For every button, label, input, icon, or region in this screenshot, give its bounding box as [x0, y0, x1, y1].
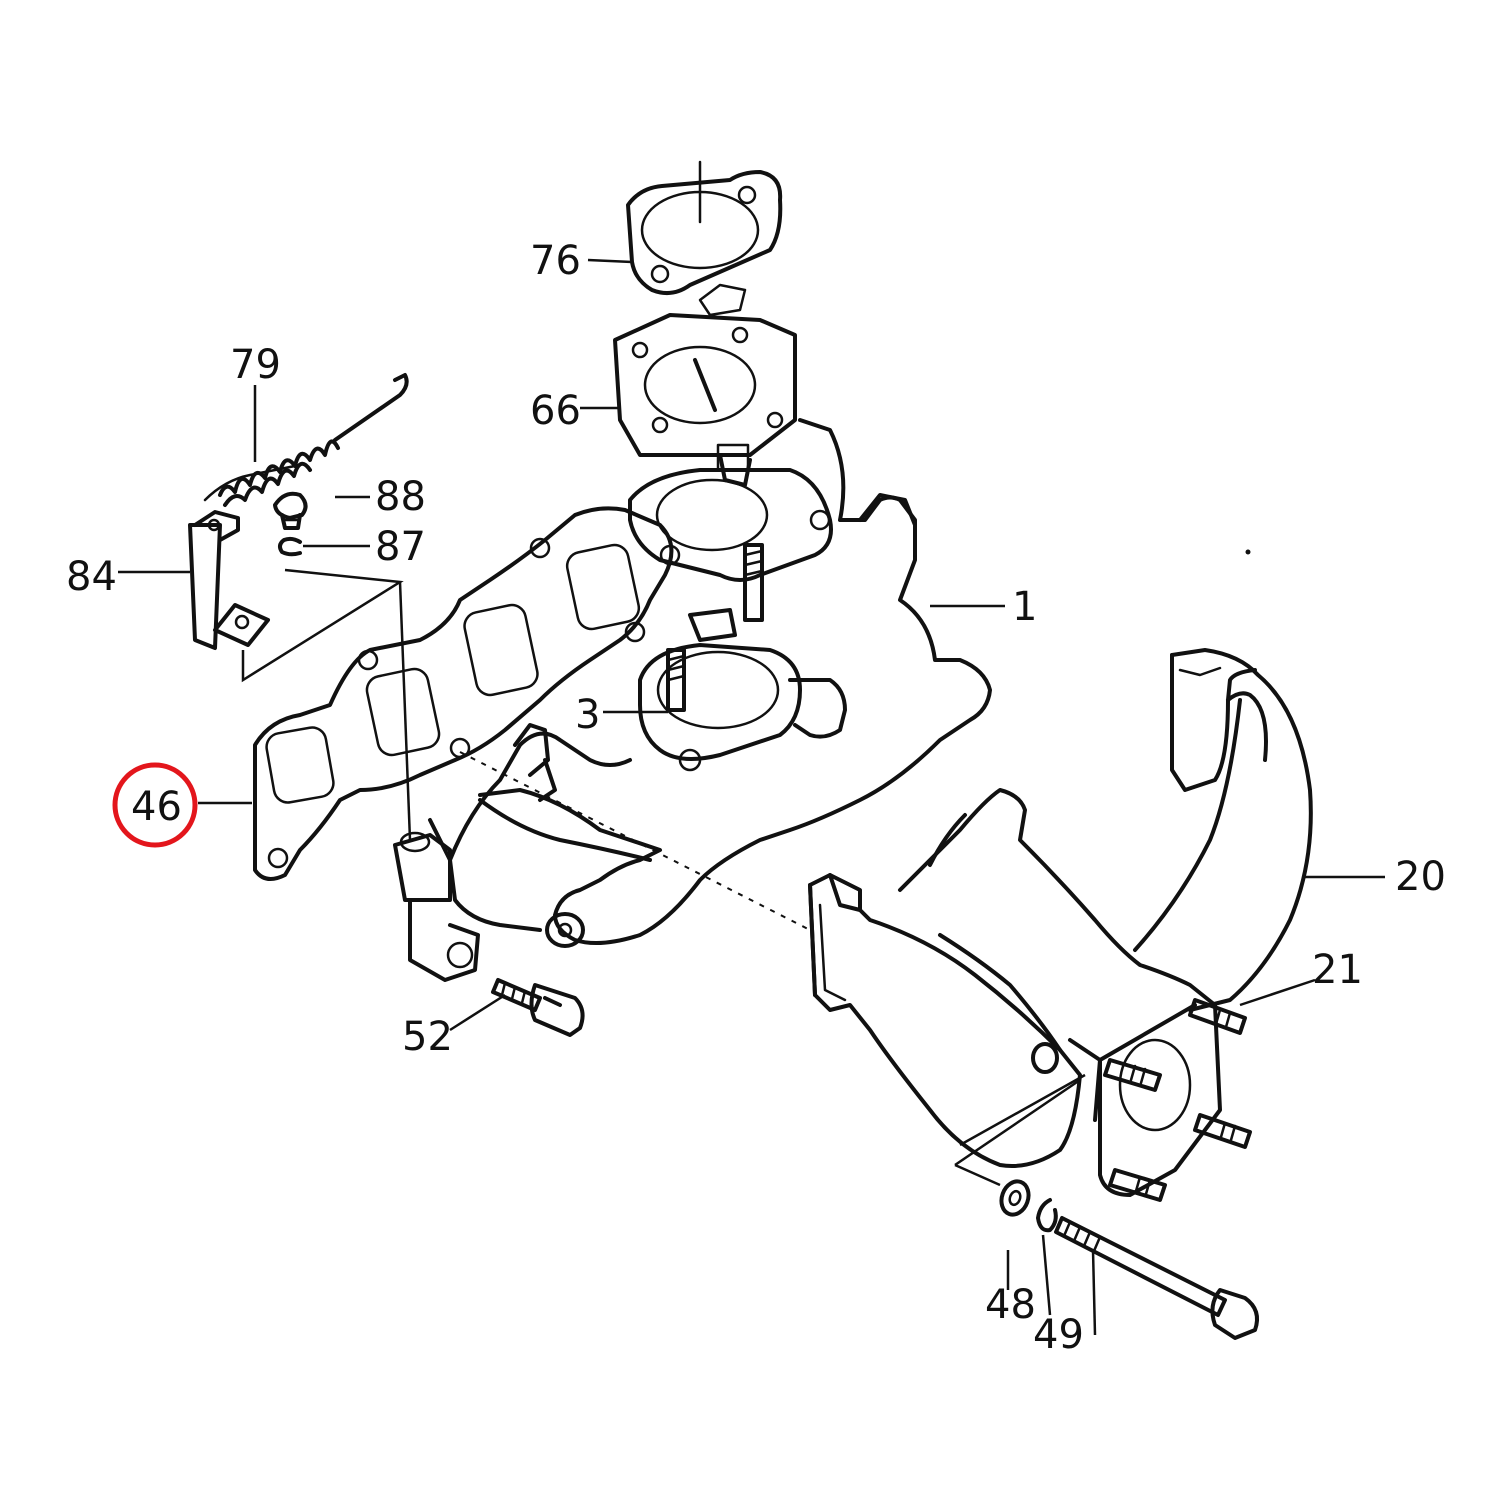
- callout-88[interactable]: 88: [375, 474, 426, 520]
- callouts: 76 79 66 88 87 84 1 3 46 20 21 52 48 49: [66, 238, 1446, 1358]
- callout-52[interactable]: 52: [402, 1014, 453, 1060]
- callout-87[interactable]: 87: [375, 524, 426, 570]
- callout-84[interactable]: 84: [66, 554, 117, 600]
- speck: [1245, 549, 1251, 555]
- leader-lines: [118, 258, 1385, 1336]
- part-46-manifold-gasket: [253, 506, 674, 881]
- part-intake-housing: [808, 788, 1252, 1202]
- part-52-bolt: [491, 978, 585, 1037]
- part-76-gasket: [626, 160, 783, 296]
- highlight-ring: [112, 762, 198, 848]
- callout-49[interactable]: 49: [1033, 1312, 1084, 1358]
- callout-79[interactable]: 79: [230, 342, 281, 388]
- part-66-throttle-body: [613, 283, 797, 487]
- part-49-lock-washer: [1036, 1198, 1058, 1233]
- callout-3[interactable]: 3: [575, 692, 600, 738]
- part-88-bolt: [273, 491, 308, 530]
- part-87-clip: [277, 536, 302, 557]
- part-84-bracket: [188, 463, 302, 650]
- callout-46[interactable]: 46: [131, 784, 182, 830]
- callout-76[interactable]: 76: [530, 238, 581, 284]
- part-79-spring: [218, 373, 409, 507]
- long-bolt: [1054, 1216, 1259, 1340]
- callout-20[interactable]: 20: [1395, 854, 1446, 900]
- part-48-washer: [999, 1179, 1031, 1217]
- callout-48[interactable]: 48: [985, 1282, 1036, 1328]
- callout-66[interactable]: 66: [530, 388, 581, 434]
- part-1-intake-manifold: [393, 418, 992, 982]
- callout-1[interactable]: 1: [1012, 584, 1037, 630]
- part-20-intake-duct: [1133, 648, 1313, 1012]
- callout-21[interactable]: 21: [1312, 947, 1363, 993]
- assembly-guide-lines: [241, 568, 1086, 1187]
